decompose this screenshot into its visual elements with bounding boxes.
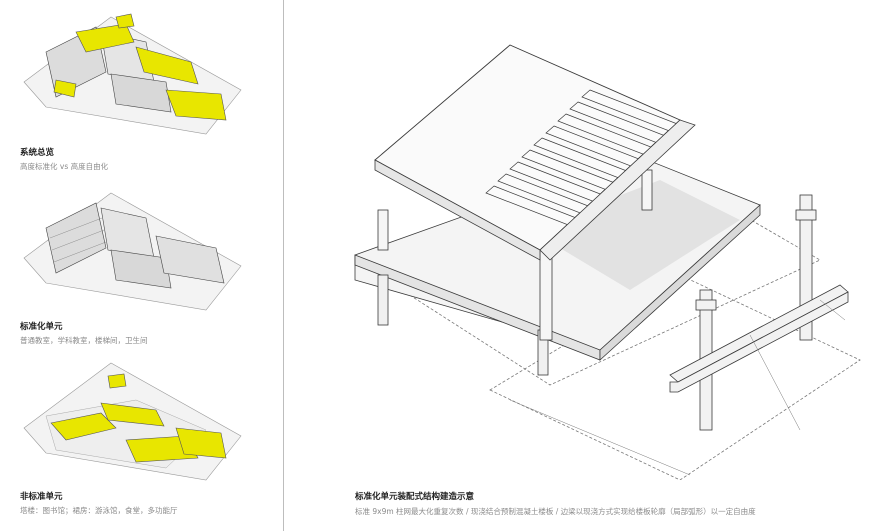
structure-axonometric-drawing: [354, 44, 861, 480]
panel-subtitle: 高度标准化 vs 高度自由化: [20, 162, 109, 171]
panel-title: 非标准单元: [20, 492, 63, 502]
main-caption: 标准化单元装配式结构建造示意 标准 9x9m 柱网最大化重复次数 / 现浇结合预…: [355, 492, 875, 517]
column: [377, 274, 389, 326]
panel-title: 系统总览: [20, 148, 55, 158]
vertical-divider: [283, 0, 284, 531]
massing-diagram-standard: [23, 192, 242, 311]
main-title: 标准化单元装配式结构建造示意: [355, 492, 475, 502]
panel-subtitle: 塔楼：图书馆；裙房：游泳馆，食堂，多功能厅: [20, 506, 178, 515]
panel-title: 标准化单元: [20, 322, 63, 332]
dimension-lines: [509, 299, 846, 476]
main-subtitle: 标准 9x9m 柱网最大化重复次数 / 现浇结合预制混凝土楼板 / 边梁以现浇方…: [355, 507, 756, 516]
massing-diagram-nonstandard: [23, 362, 242, 481]
left-panel: 系统总览 高度标准化 vs 高度自由化 标准化单元 普通教室，学科教室，楼梯间，…: [0, 0, 283, 531]
massing-diagram-overview: [23, 13, 242, 135]
caption-standard: 标准化单元 普通教室，学科教室，楼梯间，卫生间: [20, 322, 270, 346]
column: [641, 169, 653, 211]
edge-beam-elements: [669, 194, 849, 431]
panel-subtitle: 普通教室，学科教室，楼梯间，卫生间: [20, 336, 148, 345]
column: [377, 209, 389, 251]
caption-nonstandard: 非标准单元 塔楼：图书馆；裙房：游泳馆，食堂，多功能厅: [20, 492, 270, 516]
caption-overview: 系统总览 高度标准化 vs 高度自由化: [20, 148, 270, 172]
